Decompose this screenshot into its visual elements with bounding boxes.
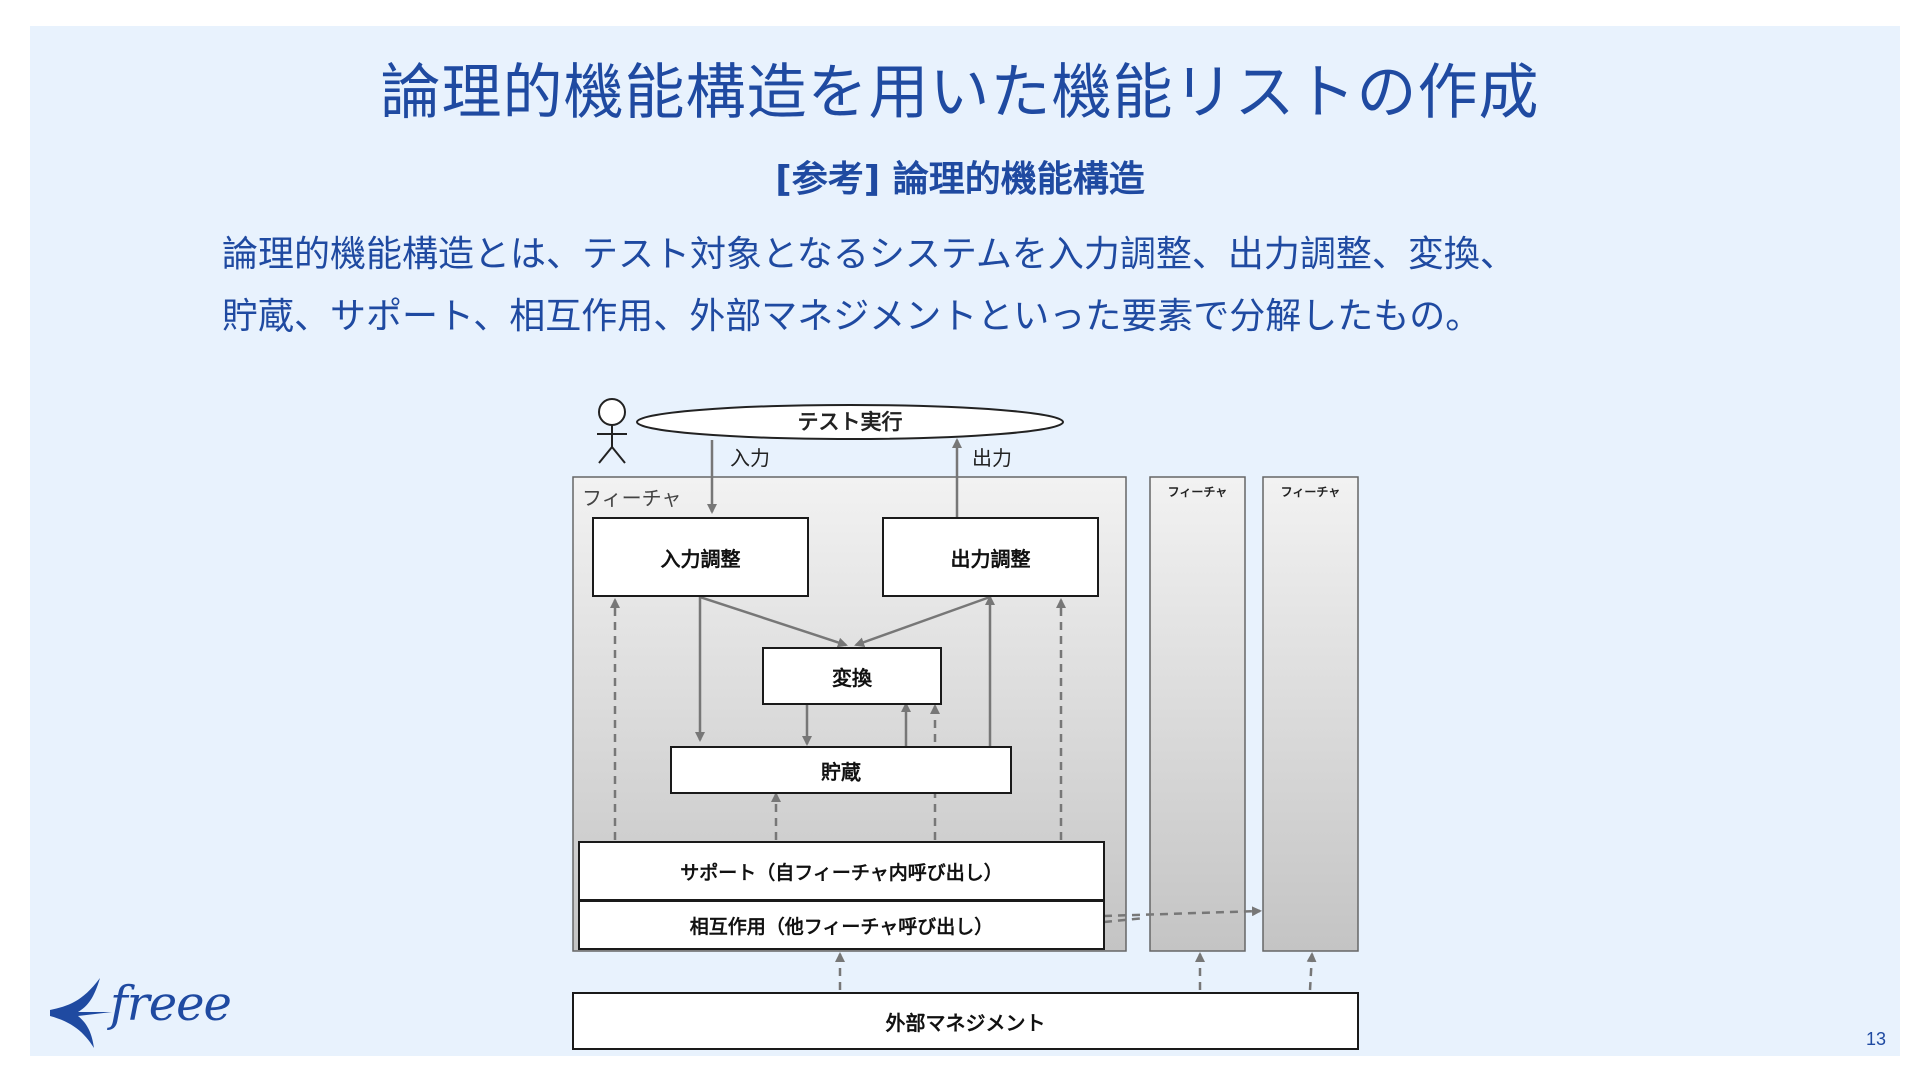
body-line-1: 論理的機能構造とは、テスト対象となるシステムを入力調整、出力調整、変換、: [222, 234, 1516, 275]
feature-2-container: [1149, 476, 1246, 952]
test-run-ellipse: [636, 404, 1064, 440]
actor-icon: [597, 398, 627, 464]
support-box: サポート（自フィーチャ内呼び出し）: [578, 841, 1105, 901]
feature-3-label: フィーチャ: [1280, 485, 1341, 499]
output-label: 出力: [972, 446, 1012, 470]
feature-3-container: [1262, 476, 1359, 952]
feature-2-label: フィーチャ: [1167, 485, 1228, 499]
page-number: 13: [1865, 1029, 1886, 1049]
dashed-arrows: [610, 598, 1317, 991]
storage-box: 貯蔵: [670, 746, 1012, 794]
solid-arrows: [695, 438, 995, 746]
slide-subtitle: [参考] 論理的機能構造: [775, 159, 1145, 200]
body-line-2: 貯蔵、サポート、相互作用、外部マネジメントといった要素で分解したもの。: [222, 296, 1482, 337]
freee-bird-icon: [50, 978, 112, 1048]
transform-box: 変換: [762, 647, 942, 705]
feature-main-label: フィーチャ: [582, 486, 682, 510]
input-adjust-box: 入力調整: [592, 517, 809, 597]
external-management-box: 外部マネジメント: [572, 992, 1359, 1050]
input-label: 入力: [730, 446, 770, 470]
test-run-label: テスト実行: [797, 410, 903, 434]
slide-title: 論理的機能構造を用いた機能リストの作成: [380, 58, 1540, 128]
output-adjust-box: 出力調整: [882, 517, 1099, 597]
freee-logo-text: freee: [110, 976, 232, 1032]
interaction-box: 相互作用（他フィーチャ呼び出し）: [578, 900, 1105, 950]
slide-body: 論理的機能構造とは、テスト対象となるシステムを入力調整、出力調整、変換、 貯蔵、…: [222, 224, 1682, 348]
